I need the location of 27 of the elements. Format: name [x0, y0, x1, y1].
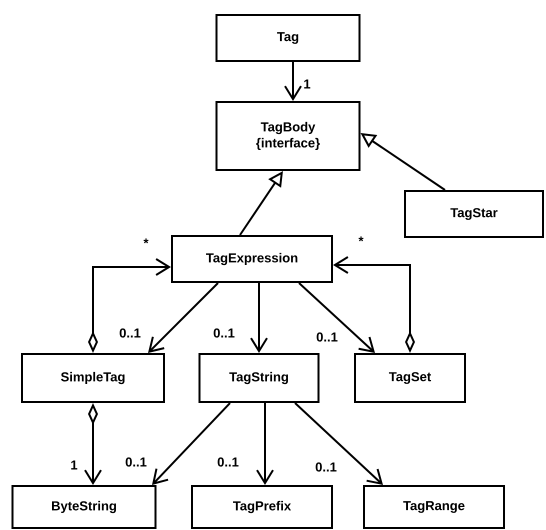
association-arrow [152, 402, 231, 485]
class-box: TagStar [404, 190, 544, 238]
class-box: TagString [198, 353, 320, 403]
association-arrow [250, 283, 268, 353]
class-box: TagExpression [171, 235, 333, 283]
multiplicity-label: * [357, 236, 365, 246]
multiplicity-label: 0..1 [118, 327, 142, 339]
class-box: TagRange [363, 485, 505, 529]
multiplicity-label: 0..1 [314, 461, 338, 473]
multiplicity-label: 0..1 [216, 456, 240, 468]
multiplicity-label: * [142, 238, 150, 248]
multiplicity-label: 1 [302, 78, 312, 90]
multiplicity-label: 0..1 [315, 331, 339, 343]
class-box: SimpleTag [21, 353, 165, 403]
association-arrow [284, 62, 302, 101]
association-arrow [294, 402, 383, 485]
association-arrow [298, 282, 375, 353]
association-arrow [148, 282, 219, 353]
multiplicity-label: 0..1 [124, 456, 148, 468]
class-box: TagBody {interface} [216, 101, 360, 171]
class-box: ByteString [12, 485, 156, 529]
class-box: Tag [216, 14, 360, 62]
multiplicity-label: 1 [69, 460, 79, 470]
association-arrow [256, 403, 274, 485]
class-box: TagSet [354, 353, 466, 403]
multiplicity-label: 0..1 [212, 327, 236, 339]
class-box: TagPrefix [191, 485, 333, 529]
